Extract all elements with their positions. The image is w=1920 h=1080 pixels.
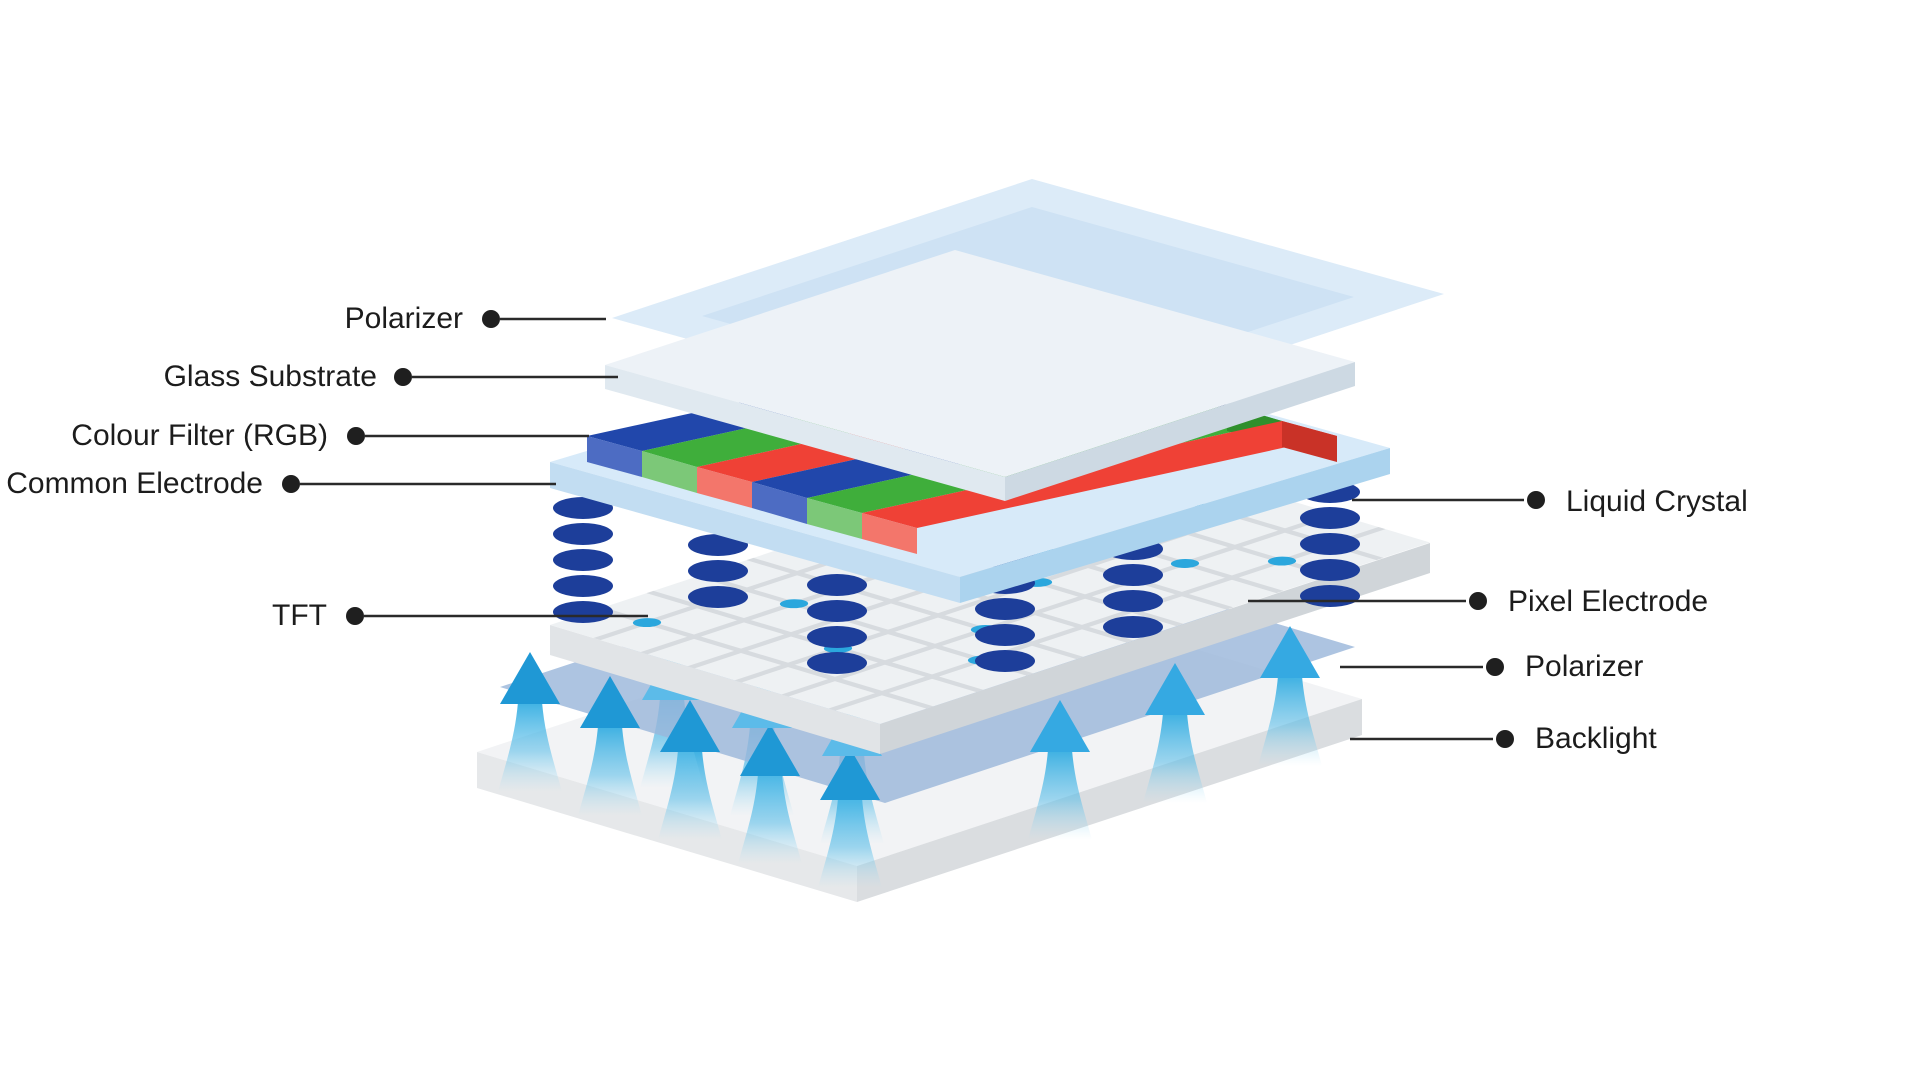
label-common-electrode: Common Electrode bbox=[6, 467, 263, 500]
label-tft: TFT bbox=[272, 599, 327, 632]
label-dot bbox=[1527, 491, 1545, 509]
layer-glass-substrate bbox=[605, 250, 1355, 501]
liquid-crystal-stack bbox=[553, 497, 613, 623]
label-dot bbox=[1469, 592, 1487, 610]
liquid-crystal-stack bbox=[688, 534, 748, 608]
label-polarizer-bottom: Polarizer bbox=[1525, 650, 1644, 683]
label-backlight: Backlight bbox=[1535, 722, 1657, 755]
filter-strip-red bbox=[862, 421, 1337, 554]
label-polarizer-top: Polarizer bbox=[344, 302, 463, 335]
liquid-crystal-stack bbox=[807, 574, 867, 674]
label-dot bbox=[282, 475, 300, 493]
label-pixel-electrode: Pixel Electrode bbox=[1508, 585, 1709, 618]
label-dot bbox=[1486, 658, 1504, 676]
label-dot bbox=[347, 427, 365, 445]
label-dot bbox=[1496, 730, 1514, 748]
leader-lines bbox=[282, 310, 1545, 748]
label-glass-substrate: Glass Substrate bbox=[163, 360, 377, 393]
label-dot bbox=[394, 368, 412, 386]
label-dot bbox=[346, 607, 364, 625]
label-colour-filter: Colour Filter (RGB) bbox=[71, 419, 328, 452]
label-liquid-crystal: Liquid Crystal bbox=[1566, 485, 1748, 518]
label-dot bbox=[482, 310, 500, 328]
